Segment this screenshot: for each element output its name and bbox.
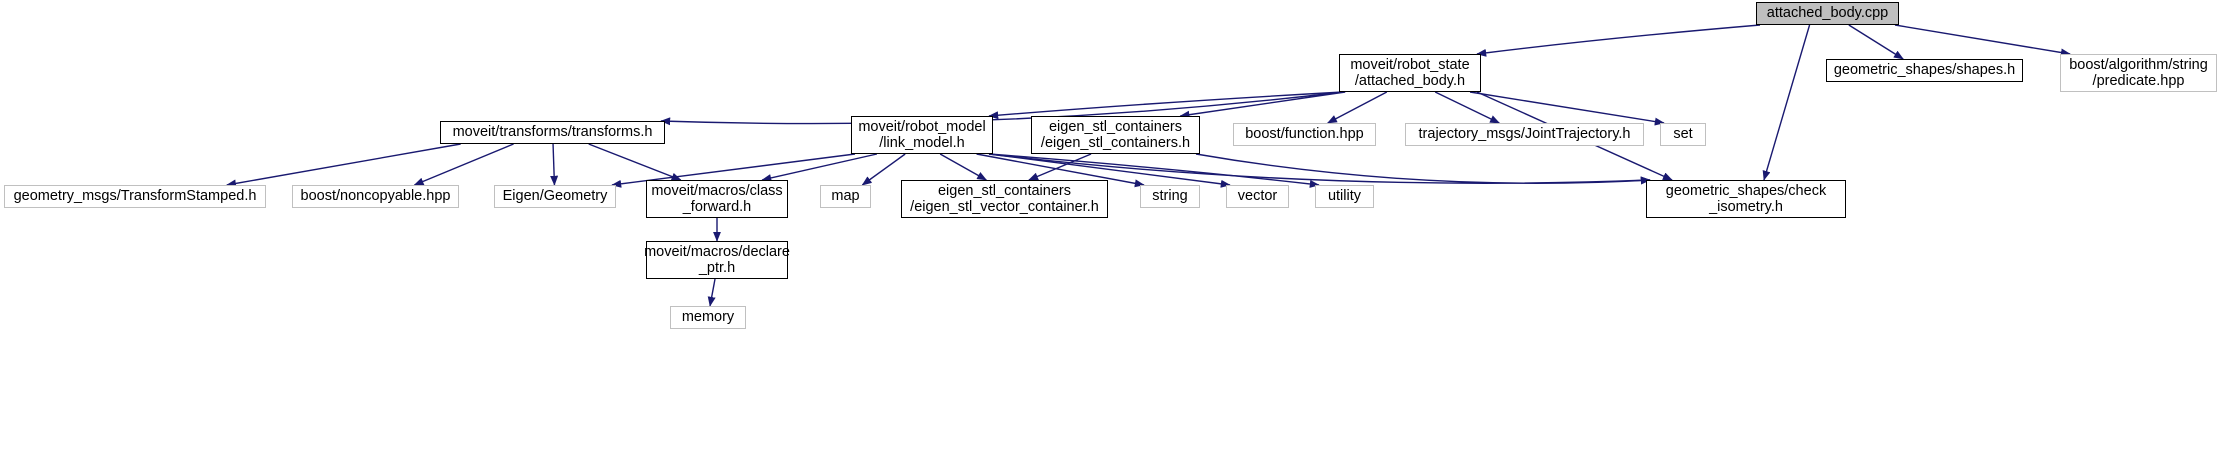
graph-edge-robot-model-link-model-h-to-eigen-geometry bbox=[611, 153, 856, 188]
graph-node-label: moveit/robot_state /attached_body.h bbox=[1350, 56, 1470, 89]
graph-node-trajectory-msgs-jointtrajectory-h[interactable]: trajectory_msgs/JointTrajectory.h bbox=[1405, 123, 1644, 146]
graph-edge-attached-body-cpp-to-geometric-shapes-shapes-h bbox=[1848, 24, 1904, 60]
graph-node-label: moveit/robot_model /link_model.h bbox=[858, 118, 986, 151]
graph-node-boost-function-hpp[interactable]: boost/function.hpp bbox=[1233, 123, 1376, 146]
graph-node-label: Eigen/Geometry bbox=[502, 188, 608, 205]
graph-edge-robot-model-link-model-h-to-eigen-stl-vector-container-h bbox=[939, 153, 988, 181]
graph-node-set[interactable]: set bbox=[1660, 123, 1706, 146]
graph-node-utility[interactable]: utility bbox=[1315, 185, 1374, 208]
graph-edge-robot-model-link-model-h-to-map bbox=[861, 153, 906, 186]
graph-edge-robot-model-link-model-h-to-utility bbox=[988, 153, 1320, 188]
graph-node-robot-model-link-model-h[interactable]: moveit/robot_model /link_model.h bbox=[851, 116, 993, 154]
graph-node-vector[interactable]: vector bbox=[1226, 185, 1289, 208]
graph-node-macros-declare-ptr-h[interactable]: moveit/macros/declare _ptr.h bbox=[644, 241, 790, 279]
graph-edge-transforms-transforms-h-to-macros-class-forward-h bbox=[588, 143, 682, 181]
graph-node-eigen-stl-vector-container-h[interactable]: eigen_stl_containers /eigen_stl_vector_c… bbox=[901, 180, 1108, 218]
graph-node-map[interactable]: map bbox=[820, 185, 871, 208]
graph-edge-robot-state-attached-body-h-to-transforms-transforms-h bbox=[660, 91, 1344, 126]
graph-node-label: vector bbox=[1237, 188, 1278, 205]
graph-edge-robot-state-attached-body-h-to-robot-model-link-model-h bbox=[988, 91, 1344, 120]
graph-edge-transforms-transforms-h-to-eigen-geometry bbox=[550, 143, 559, 186]
graph-node-label: map bbox=[831, 188, 860, 205]
graph-edge-robot-model-link-model-h-to-string bbox=[976, 153, 1145, 188]
graph-node-eigen-geometry[interactable]: Eigen/Geometry bbox=[494, 185, 616, 208]
graph-edge-eigen-stl-containers-h-to-geometric-shapes-check-isometry-h bbox=[1195, 153, 1651, 185]
graph-node-label: geometric_shapes/check _isometry.h bbox=[1665, 182, 1827, 215]
graph-node-label: boost/function.hpp bbox=[1245, 126, 1364, 143]
graph-edge-robot-model-link-model-h-to-geometric-shapes-check-isometry-h bbox=[988, 153, 1651, 185]
graph-node-string[interactable]: string bbox=[1140, 185, 1200, 208]
graph-node-label: string bbox=[1152, 188, 1188, 205]
graph-node-robot-state-attached-body-h[interactable]: moveit/robot_state /attached_body.h bbox=[1339, 54, 1481, 92]
graph-node-boost-algorithm-string-predicate-hpp[interactable]: boost/algorithm/string /predicate.hpp bbox=[2060, 54, 2217, 92]
graph-node-transforms-transforms-h[interactable]: moveit/transforms/transforms.h bbox=[440, 121, 665, 144]
graph-node-label: moveit/macros/class _forward.h bbox=[651, 182, 783, 215]
graph-edge-attached-body-cpp-to-robot-state-attached-body-h bbox=[1476, 24, 1761, 57]
graph-node-boost-noncopyable-hpp[interactable]: boost/noncopyable.hpp bbox=[292, 185, 459, 208]
graph-node-geometric-shapes-check-isometry-h[interactable]: geometric_shapes/check _isometry.h bbox=[1646, 180, 1846, 218]
graph-edge-attached-body-cpp-to-boost-algorithm-string-predicate-hpp bbox=[1894, 24, 2071, 57]
graph-edge-transforms-transforms-h-to-boost-noncopyable-hpp bbox=[413, 143, 514, 186]
graph-edge-robot-state-attached-body-h-to-trajectory-msgs-jointtrajectory-h bbox=[1434, 91, 1501, 124]
graph-node-label: eigen_stl_containers /eigen_stl_vector_c… bbox=[910, 182, 1099, 215]
graph-node-label: geometric_shapes/shapes.h bbox=[1833, 62, 2016, 79]
graph-edge-robot-state-attached-body-h-to-boost-function-hpp bbox=[1327, 91, 1388, 124]
graph-node-label: geometry_msgs/TransformStamped.h bbox=[13, 188, 257, 205]
graph-node-label: utility bbox=[1327, 188, 1362, 205]
graph-edge-transforms-transforms-h-to-geometry-msgs-transformstamped-h bbox=[226, 143, 461, 188]
graph-node-label: eigen_stl_containers /eigen_stl_containe… bbox=[1040, 118, 1191, 151]
graph-edge-robot-state-attached-body-h-to-eigen-stl-containers-h bbox=[1179, 91, 1346, 119]
graph-node-macros-class-forward-h[interactable]: moveit/macros/class _forward.h bbox=[646, 180, 788, 218]
graph-node-label: boost/noncopyable.hpp bbox=[300, 188, 451, 205]
graph-node-geometry-msgs-transformstamped-h[interactable]: geometry_msgs/TransformStamped.h bbox=[4, 185, 266, 208]
graph-edge-robot-model-link-model-h-to-macros-class-forward-h bbox=[761, 153, 878, 182]
graph-node-label: moveit/transforms/transforms.h bbox=[452, 124, 653, 141]
graph-node-label: set bbox=[1673, 126, 1693, 143]
graph-edge-eigen-stl-containers-h-to-eigen-stl-vector-container-h bbox=[1028, 153, 1092, 181]
graph-node-label: boost/algorithm/string /predicate.hpp bbox=[2069, 56, 2208, 89]
graph-node-label: trajectory_msgs/JointTrajectory.h bbox=[1418, 126, 1631, 143]
graph-node-attached-body-cpp[interactable]: attached_body.cpp bbox=[1756, 2, 1899, 25]
graph-edge-robot-state-attached-body-h-to-set bbox=[1469, 91, 1665, 126]
graph-edge-macros-declare-ptr-h-to-memory bbox=[707, 278, 716, 307]
graph-node-eigen-stl-containers-h[interactable]: eigen_stl_containers /eigen_stl_containe… bbox=[1031, 116, 1200, 154]
graph-node-memory[interactable]: memory bbox=[670, 306, 746, 329]
graph-node-label: moveit/macros/declare _ptr.h bbox=[644, 243, 790, 276]
graph-node-label: memory bbox=[681, 309, 735, 326]
graph-edge-attached-body-cpp-to-geometric-shapes-check-isometry-h bbox=[1762, 24, 1811, 181]
graph-node-label: attached_body.cpp bbox=[1766, 5, 1889, 22]
graph-node-geometric-shapes-shapes-h[interactable]: geometric_shapes/shapes.h bbox=[1826, 59, 2023, 82]
